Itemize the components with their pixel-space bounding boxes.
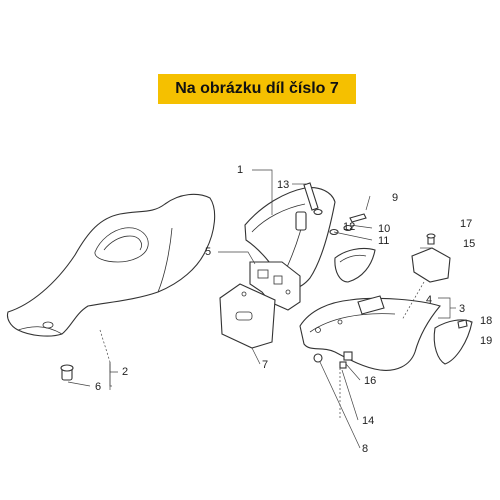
callout-15: 15 (463, 238, 475, 250)
bracket-part[interactable] (249, 261, 301, 311)
callout-12: 12 (343, 221, 355, 233)
page-title-banner: Na obrázku díl číslo 7 (158, 74, 356, 104)
callout-9: 9 (392, 192, 398, 204)
callout-11: 11 (378, 235, 389, 247)
callout-13: 13 (277, 179, 289, 191)
callout-19: 19 (480, 335, 492, 347)
license-plate-holder-part[interactable] (219, 283, 276, 349)
callout-7: 7 (262, 359, 268, 371)
hardware-parts[interactable] (303, 182, 468, 369)
callout-16: 16 (364, 375, 376, 387)
callout-3: 3 (459, 303, 465, 315)
callout-8: 8 (362, 443, 368, 455)
dashed-leaders (99, 281, 425, 420)
callout-2: 2 (122, 366, 128, 378)
taillight-part[interactable] (334, 247, 376, 283)
callout-14: 14 (362, 415, 374, 427)
callout-17: 17 (460, 218, 472, 230)
rear-fender-part[interactable] (299, 297, 441, 371)
knob-part[interactable] (60, 364, 74, 381)
reflector-part[interactable] (433, 319, 473, 365)
callout-6: 6 (95, 381, 101, 393)
callout-1: 1 (237, 164, 243, 176)
seat-part[interactable] (6, 193, 216, 337)
pad-part[interactable] (357, 295, 385, 315)
callout-18: 18 (480, 315, 492, 327)
callout-10: 10 (378, 223, 390, 235)
callout-5: 5 (205, 246, 211, 258)
callout-4: 4 (426, 294, 432, 306)
cover-part[interactable] (411, 247, 451, 283)
